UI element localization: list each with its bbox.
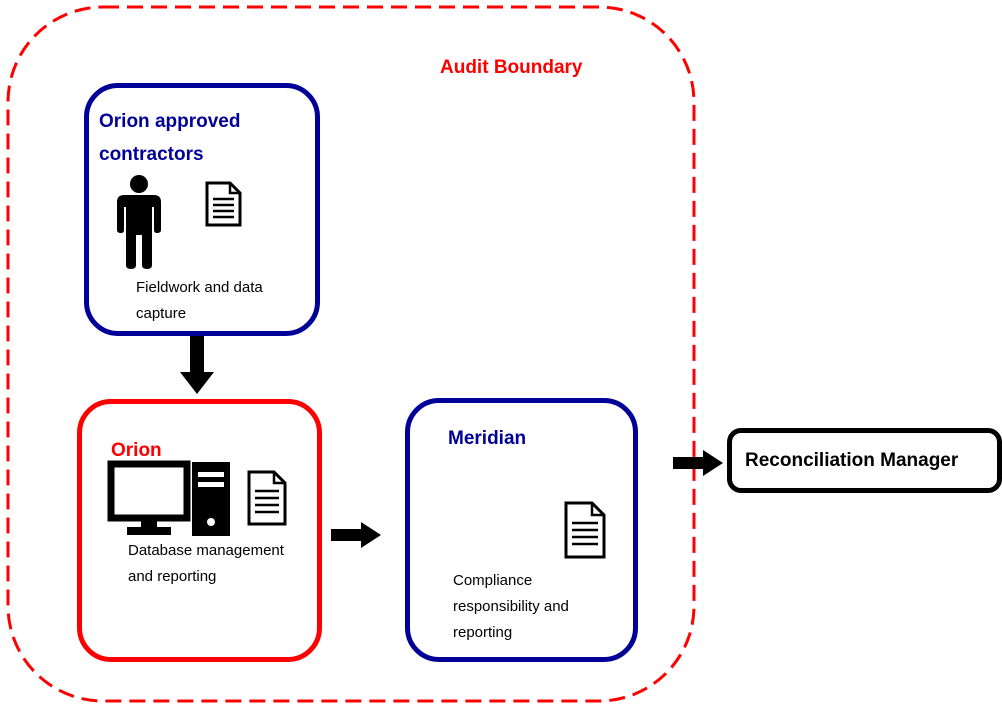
document-icon xyxy=(205,181,242,227)
arrow-right-icon xyxy=(673,450,723,476)
person-icon xyxy=(117,175,161,269)
orion-description: Database management and reporting xyxy=(128,542,284,585)
document-icon xyxy=(247,470,287,526)
orion-title: Orion xyxy=(111,440,162,461)
reconciliation-manager-node xyxy=(727,428,1002,493)
meridian-title: Meridian xyxy=(448,428,527,449)
computer-tower-icon xyxy=(192,462,230,536)
audit-boundary-label: Audit Boundary xyxy=(440,57,583,78)
meridian-description: Compliance responsibility and reporting xyxy=(453,572,569,641)
monitor-icon xyxy=(107,460,191,535)
contractors-description: Fieldwork and data capture xyxy=(136,279,263,322)
reconciliation-manager-title: Reconciliation Manager xyxy=(745,450,959,471)
contractors-title: Orion approved contractors xyxy=(99,111,241,165)
document-icon xyxy=(564,501,606,559)
arrow-right-icon xyxy=(331,522,381,548)
arrow-down-icon xyxy=(180,336,214,394)
